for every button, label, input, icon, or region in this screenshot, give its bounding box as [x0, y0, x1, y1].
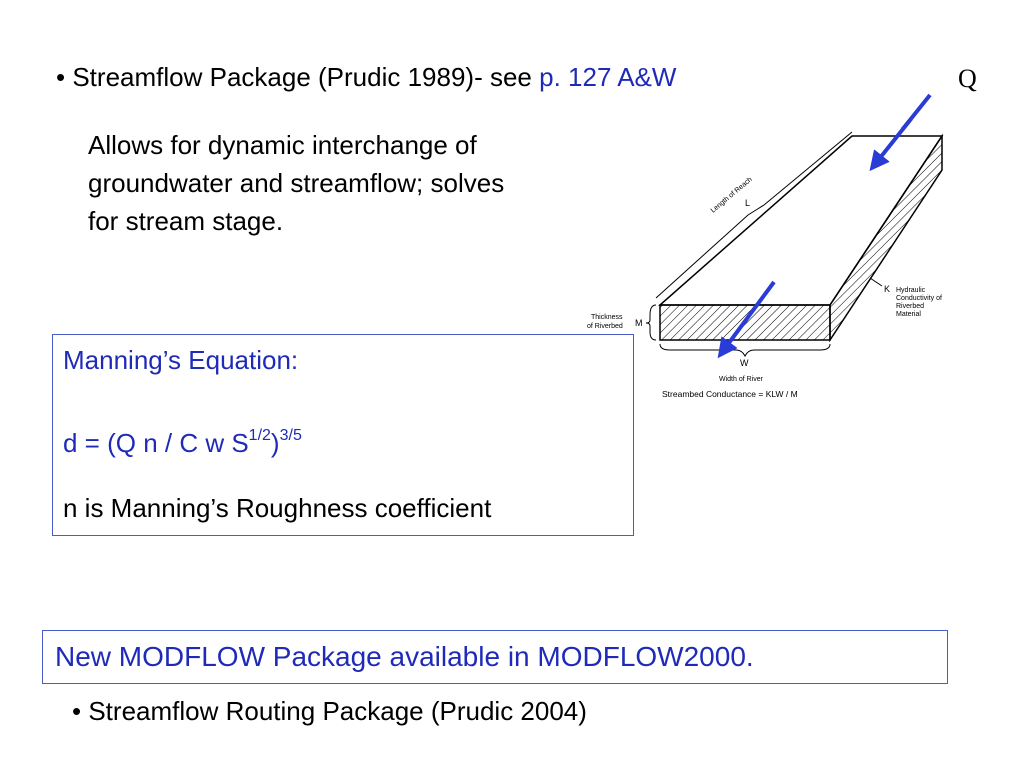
- modflow-notice-text: New MODFLOW Package available in MODFLOW…: [55, 641, 754, 672]
- thickness-label-line1: Thickness: [591, 314, 623, 321]
- w-label: W: [740, 358, 749, 368]
- hydraulic-label-line4: Material: [896, 311, 921, 318]
- bullet-text: Streamflow Package (Prudic 1989)- see: [72, 62, 532, 92]
- hydraulic-label-line3: Riverbed: [896, 303, 924, 310]
- width-brace: [659, 343, 831, 358]
- inflow-arrow-top: [901, 93, 932, 128]
- mannings-title: Manning’s Equation:: [63, 345, 299, 375]
- streambed-side-face: [829, 133, 943, 343]
- length-brace: [655, 131, 853, 299]
- width-label: Width of River: [719, 376, 764, 383]
- description-line: Allows for dynamic interchange of: [88, 130, 477, 160]
- description-line: groundwater and streamflow; solves: [88, 168, 505, 198]
- roughness-note: n is Manning’s Roughness coefficient: [63, 493, 492, 523]
- k-label: K: [884, 284, 890, 294]
- streambed-diagram: Length of Reach L Thickness of Riverbed …: [587, 120, 944, 399]
- bullet-marker: •: [72, 696, 82, 726]
- bullet-text: Streamflow Routing Package (Prudic 2004): [88, 696, 587, 726]
- q-label: Q: [958, 64, 977, 93]
- mannings-equation: d = (Q n / C w S1/2)3/5: [63, 427, 302, 459]
- bullet-routing-package: • Streamflow Routing Package (Prudic 200…: [72, 696, 587, 726]
- hydraulic-label-line1: Hydraulic: [896, 287, 926, 294]
- bullet-streamflow-package: • Streamflow Package (Prudic 1989)- see …: [56, 62, 676, 92]
- inflow-arrow: [869, 120, 913, 172]
- bullet-marker: •: [56, 62, 66, 92]
- reference-link[interactable]: p. 127 A&W: [539, 62, 677, 92]
- equation-exponent-inner: 1/2: [248, 427, 271, 444]
- equation-exponent-outer: 3/5: [279, 427, 302, 444]
- k-leader: [869, 277, 883, 287]
- mannings-equation-box: Manning’s Equation: d = (Q n / C w S1/2)…: [52, 334, 634, 536]
- conductance-label: Streambed Conductance = KLW / M: [662, 389, 798, 399]
- description: Allows for dynamic interchange of ground…: [88, 126, 648, 240]
- description-line: for stream stage.: [88, 206, 284, 236]
- hydraulic-label-line2: Conductivity of: [896, 295, 942, 302]
- modflow-notice-box: New MODFLOW Package available in MODFLOW…: [42, 630, 948, 684]
- outflow-arrow: [717, 280, 776, 359]
- l-label: L: [745, 198, 750, 208]
- length-label: Length of Reach: [710, 176, 754, 214]
- thickness-brace: [645, 304, 657, 341]
- equation-close-paren: ): [270, 428, 280, 458]
- thickness-label-line2: of Riverbed: [587, 323, 623, 330]
- m-label: M: [635, 318, 643, 328]
- equation-base: d = (Q n / C w S: [63, 428, 249, 458]
